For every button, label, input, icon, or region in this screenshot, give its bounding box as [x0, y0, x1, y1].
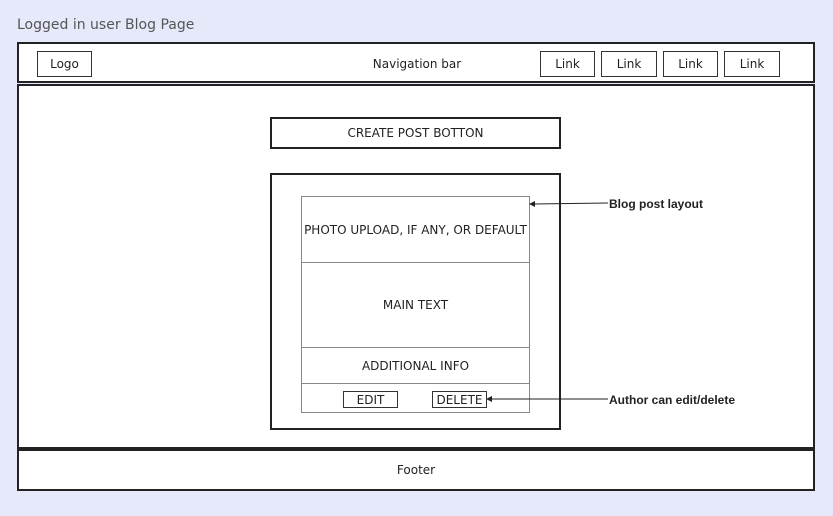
blog-post-layout-annotation: Blog post layout — [609, 197, 703, 211]
nav-link-3[interactable]: Link — [663, 51, 718, 77]
photo-upload-area[interactable]: PHOTO UPLOAD, IF ANY, OR DEFAULT — [301, 196, 530, 263]
nav-link-1[interactable]: Link — [540, 51, 595, 77]
footer: Footer — [17, 449, 815, 491]
edit-button[interactable]: EDIT — [343, 391, 398, 408]
post-actions-row — [301, 383, 530, 413]
navigation-bar: Logo Navigation bar Link Link Link Link — [17, 42, 815, 83]
additional-info-area: ADDITIONAL INFO — [301, 347, 530, 384]
create-post-button[interactable]: CREATE POST BOTTON — [270, 117, 561, 149]
page-title: Logged in user Blog Page — [17, 17, 195, 33]
delete-button[interactable]: DELETE — [432, 391, 487, 408]
navigation-bar-label: Navigation bar — [372, 57, 462, 71]
logo[interactable]: Logo — [37, 51, 92, 77]
nav-link-2[interactable]: Link — [601, 51, 657, 77]
author-edit-delete-annotation: Author can edit/delete — [609, 393, 736, 407]
main-text-area: MAIN TEXT — [301, 262, 530, 348]
footer-label: Footer — [396, 463, 436, 477]
nav-link-4[interactable]: Link — [724, 51, 780, 77]
